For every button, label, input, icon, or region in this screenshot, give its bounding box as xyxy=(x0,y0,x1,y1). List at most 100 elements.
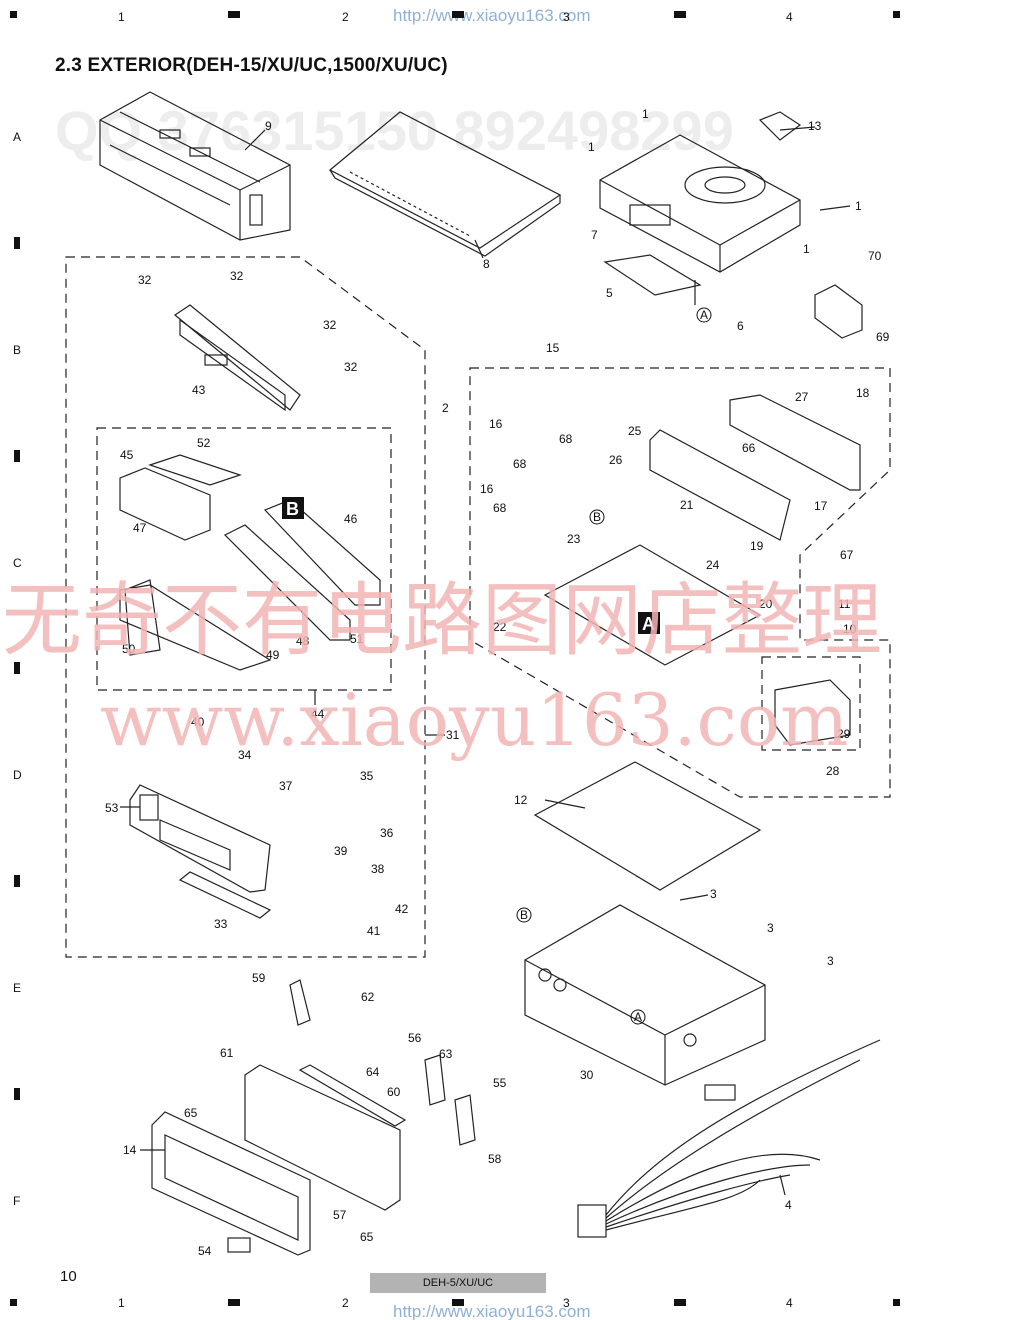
part-60 xyxy=(298,1064,407,1127)
row-A: A xyxy=(13,130,22,144)
part-58 xyxy=(454,1094,476,1146)
part-label: 47 xyxy=(133,521,147,535)
part-label: 36 xyxy=(380,826,394,840)
part-label: 68 xyxy=(513,457,527,471)
row-E: E xyxy=(13,981,22,995)
part-label: 57 xyxy=(333,1208,347,1222)
reg-mark xyxy=(14,237,20,249)
reg-mark xyxy=(14,662,20,674)
col-1-bottom: 1 xyxy=(118,1296,125,1310)
url-top[interactable]: http://www.xiaoyu163.com xyxy=(393,6,591,25)
reg-mark xyxy=(893,1299,900,1306)
frame-44 xyxy=(96,427,392,691)
url-bottom[interactable]: http://www.xiaoyu163.com xyxy=(393,1302,591,1320)
part-label: 3 xyxy=(710,887,717,901)
part-label: 18 xyxy=(856,386,870,400)
part-label: 48 xyxy=(296,634,310,648)
part-label: 3 xyxy=(767,921,774,935)
part-54 xyxy=(227,1237,251,1253)
part-label: 55 xyxy=(493,1076,507,1090)
part-label: 43 xyxy=(192,383,206,397)
reg-mark xyxy=(674,11,686,18)
part-label: 45 xyxy=(120,448,134,462)
part-label: 24 xyxy=(706,558,720,572)
part-label: 1 xyxy=(642,107,649,121)
part-label: 1 xyxy=(803,242,810,256)
callout-a-2: A xyxy=(634,1010,642,1024)
part-label: 38 xyxy=(371,862,385,876)
frame-28 xyxy=(761,656,861,751)
part-label: 70 xyxy=(868,249,882,263)
col-4-bottom: 4 xyxy=(786,1296,793,1310)
part-label: 16 xyxy=(489,417,503,431)
callout-b-2: B xyxy=(520,908,528,922)
part-label: 12 xyxy=(514,793,528,807)
part-50-bracket xyxy=(124,579,161,656)
section-b-label: B xyxy=(286,499,299,519)
part-33-buttons xyxy=(178,871,272,919)
reg-mark xyxy=(893,11,900,18)
page-title: 2.3 EXTERIOR(DEH-15/XU/UC,1500/XU/UC) xyxy=(55,55,448,76)
part-label: 4 xyxy=(785,1198,792,1212)
frame-31 xyxy=(65,256,426,958)
part-label: 28 xyxy=(826,764,840,778)
part-9-bracket xyxy=(99,91,291,241)
part-label: 61 xyxy=(220,1046,234,1060)
part-8-plate xyxy=(328,111,562,257)
part-label: 10 xyxy=(843,622,857,636)
section-a-label: A xyxy=(642,614,655,634)
part-label: 63 xyxy=(439,1047,453,1061)
col-2-bottom: 2 xyxy=(342,1296,349,1310)
part-label: 65 xyxy=(360,1230,374,1244)
col-2-top: 2 xyxy=(342,10,349,24)
part-label: 34 xyxy=(238,748,252,762)
part-29-unit xyxy=(774,679,851,746)
part-label: 27 xyxy=(795,390,809,404)
part-label: 62 xyxy=(361,990,375,1004)
reg-mark xyxy=(228,11,240,18)
part-label: 37 xyxy=(279,779,293,793)
part-label: 1 xyxy=(855,199,862,213)
part-label: 44 xyxy=(311,707,325,721)
part-label: 33 xyxy=(214,917,228,931)
part-label: 59 xyxy=(252,971,266,985)
part-label: 46 xyxy=(344,512,358,526)
part-label: 31 xyxy=(446,728,460,742)
reg-mark xyxy=(14,875,20,887)
part-label: 69 xyxy=(876,330,890,344)
col-3-top: 3 xyxy=(563,10,570,24)
part-label: 13 xyxy=(808,119,822,133)
part-7-mechanism xyxy=(599,134,801,273)
part-label: 35 xyxy=(360,769,374,783)
part-47 xyxy=(119,467,211,541)
row-C: C xyxy=(13,556,22,570)
part-label: 42 xyxy=(395,902,409,916)
part-69-bracket xyxy=(814,284,863,339)
row-B: B xyxy=(13,343,22,357)
part-label: 68 xyxy=(559,432,573,446)
reg-mark xyxy=(14,450,20,462)
part-label: 51 xyxy=(350,632,364,646)
page-number: 10 xyxy=(60,1268,77,1285)
frame-15 xyxy=(469,367,891,798)
part-label: 11 xyxy=(838,597,851,611)
part-label: 58 xyxy=(488,1152,502,1166)
part-13-sheet xyxy=(758,111,802,141)
reg-mark xyxy=(674,1299,686,1306)
reg-mark xyxy=(10,1299,17,1306)
reg-mark xyxy=(14,1088,20,1100)
callout-b-1: B xyxy=(593,510,601,524)
part-label: 21 xyxy=(680,498,694,512)
part-label: 41 xyxy=(367,924,381,938)
part-label: 65 xyxy=(184,1106,198,1120)
col-4-top: 4 xyxy=(786,10,793,24)
part-label: 30 xyxy=(580,1068,594,1082)
callout-a-1: A xyxy=(700,308,708,322)
part-label: 53 xyxy=(105,801,119,815)
section-a-box xyxy=(638,612,660,634)
part-label: 2 xyxy=(442,401,449,415)
part-a-board xyxy=(543,394,861,666)
part-12-sheet xyxy=(533,761,762,891)
part-label: 52 xyxy=(197,436,211,450)
